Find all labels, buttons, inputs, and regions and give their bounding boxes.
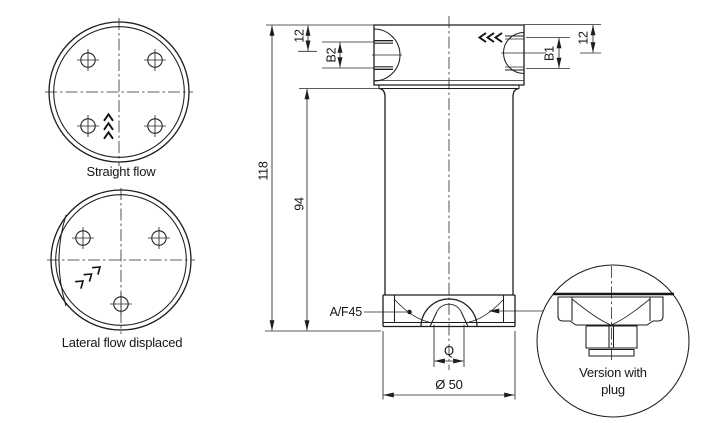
dim-plug-q: Q <box>433 324 465 367</box>
body-fillet-right <box>512 87 520 98</box>
dim-total-height: 118 <box>256 25 275 331</box>
bolt-hole <box>144 49 166 71</box>
dim-port-b2: B2 <box>322 41 393 69</box>
plug-cap <box>588 348 635 357</box>
inner-circle <box>53 26 185 158</box>
head-lip <box>378 85 520 90</box>
detail-caption-line1: Version with <box>579 365 647 380</box>
dim-port-depth-right: 12 <box>576 24 601 54</box>
plug-hole-edge <box>429 311 438 327</box>
dim-body-height: 94 <box>292 88 310 331</box>
lateral-flow-view: Lateral flow displaced <box>47 188 195 350</box>
side-view <box>372 16 546 370</box>
bolt-hole <box>144 115 166 137</box>
flow-diagonal-chevrons-icon <box>75 266 102 289</box>
hex-face-curve <box>394 299 430 323</box>
straight-flow-caption: Straight flow <box>87 164 157 179</box>
detail-view: Version with plug <box>536 264 690 418</box>
inner-circle <box>55 194 187 326</box>
plug-hole-arc <box>436 303 462 312</box>
outer-circle <box>50 189 192 331</box>
dim-port-b1: B1 <box>526 37 570 69</box>
bolt-hole <box>72 227 94 249</box>
hex-face-curve <box>468 299 504 323</box>
detail-caption-line2: plug <box>601 382 625 397</box>
plug-hole-edge <box>460 311 469 327</box>
label-wrench-flats: A/F45 <box>330 305 543 319</box>
inlet-chevrons-icon <box>477 32 503 43</box>
straight-flow-view: Straight flow <box>45 18 193 179</box>
dim-port-depth-left: 12 <box>292 25 317 52</box>
port-left <box>372 28 402 82</box>
detail-circle <box>536 264 690 418</box>
bolt-hole <box>110 293 132 315</box>
hex-base <box>382 294 516 328</box>
flow-up-chevrons-icon <box>103 112 114 140</box>
dim-port-depth-left-label: 12 <box>292 29 306 43</box>
dimensions: 118 94 12 B2 B1 <box>256 24 601 400</box>
dim-outer-diameter-label: Ø 50 <box>435 377 462 392</box>
dim-total-height-label: 118 <box>256 161 270 181</box>
plug-detail <box>585 325 638 357</box>
hex-face-curve <box>611 298 651 325</box>
bolt-hole <box>77 115 99 137</box>
dim-port-b2-label: B2 <box>324 47 338 62</box>
dim-port-depth-right-label: 12 <box>576 31 590 45</box>
hex-face-curve <box>571 298 611 325</box>
displaced-contour-flat <box>58 214 67 307</box>
leader-dot <box>407 309 412 315</box>
filter-body <box>378 87 520 295</box>
body-fillet-left <box>378 87 386 98</box>
bolt-hole <box>77 49 99 71</box>
head-outline <box>373 24 525 86</box>
port-right <box>501 31 546 75</box>
plug-boss-dome <box>420 298 478 328</box>
lateral-flow-caption: Lateral flow displaced <box>62 335 183 350</box>
outer-circle <box>48 21 190 163</box>
dim-body-height-label: 94 <box>292 197 306 211</box>
bolt-hole <box>148 227 170 249</box>
wrench-flats-label: A/F45 <box>330 305 363 319</box>
hex-detail <box>557 296 664 326</box>
dim-port-b1-label: B1 <box>542 46 556 61</box>
dim-outer-diameter: Ø 50 <box>382 331 516 400</box>
dim-plug-q-label: Q <box>444 343 454 358</box>
